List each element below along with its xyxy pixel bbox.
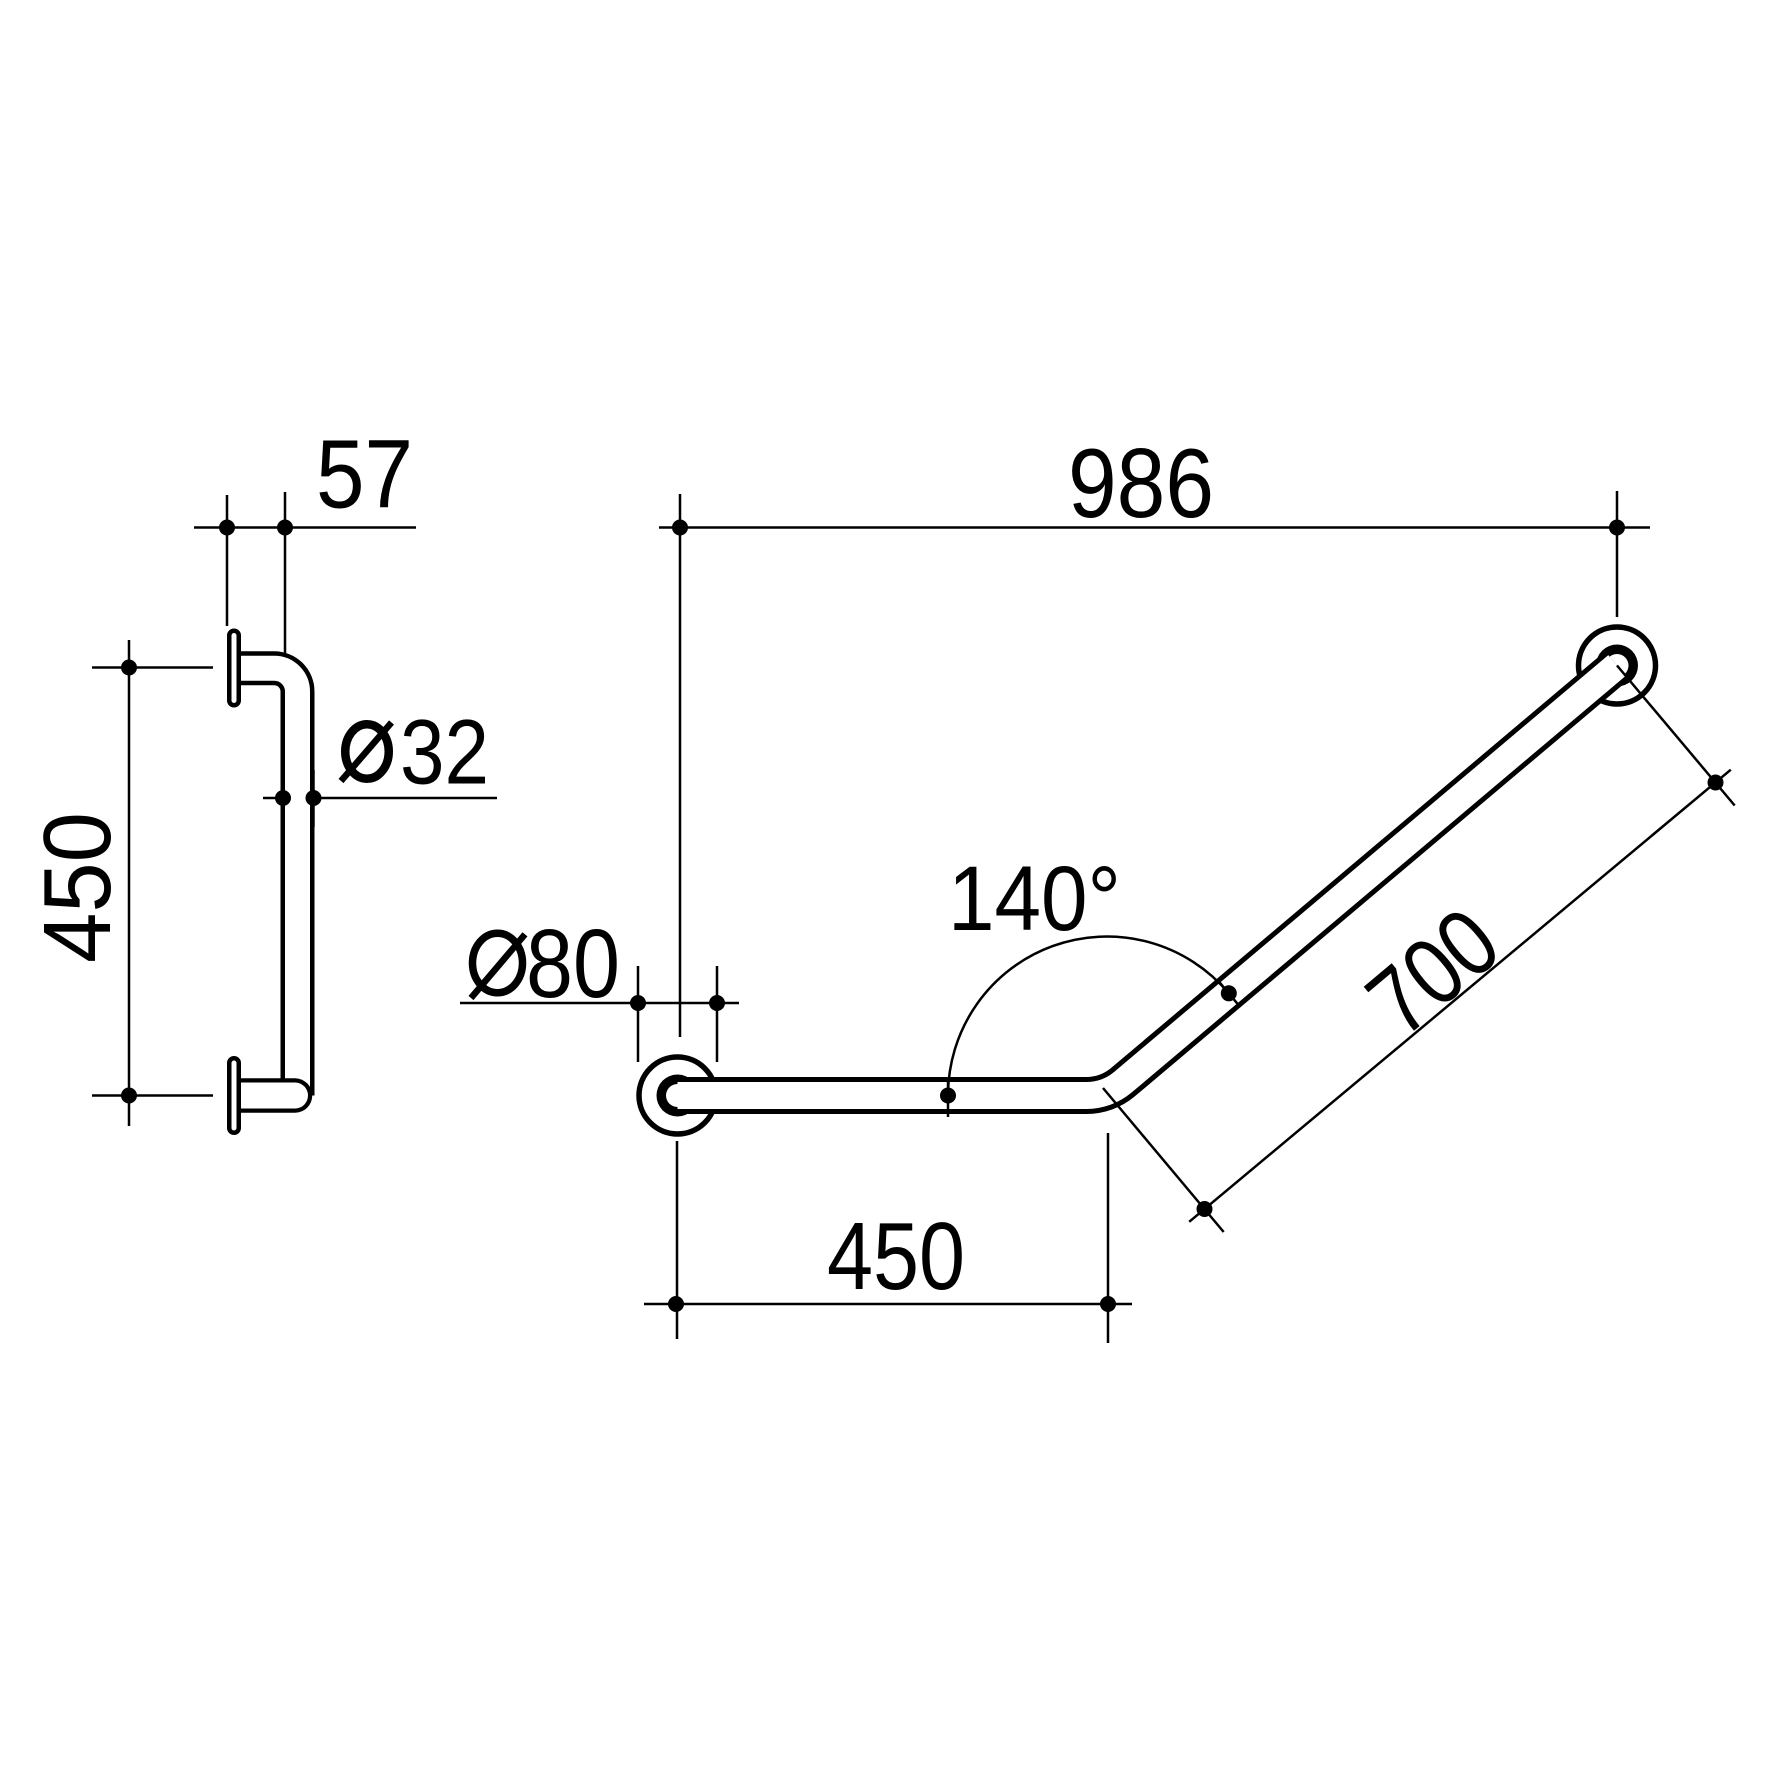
svg-text:32: 32 [400,702,489,804]
svg-text:140°: 140° [948,848,1121,950]
svg-text:80: 80 [526,909,620,1018]
svg-text:57: 57 [316,420,413,529]
svg-text:986: 986 [1068,428,1214,538]
svg-text:450: 450 [827,1203,965,1310]
svg-text:450: 450 [24,812,131,963]
